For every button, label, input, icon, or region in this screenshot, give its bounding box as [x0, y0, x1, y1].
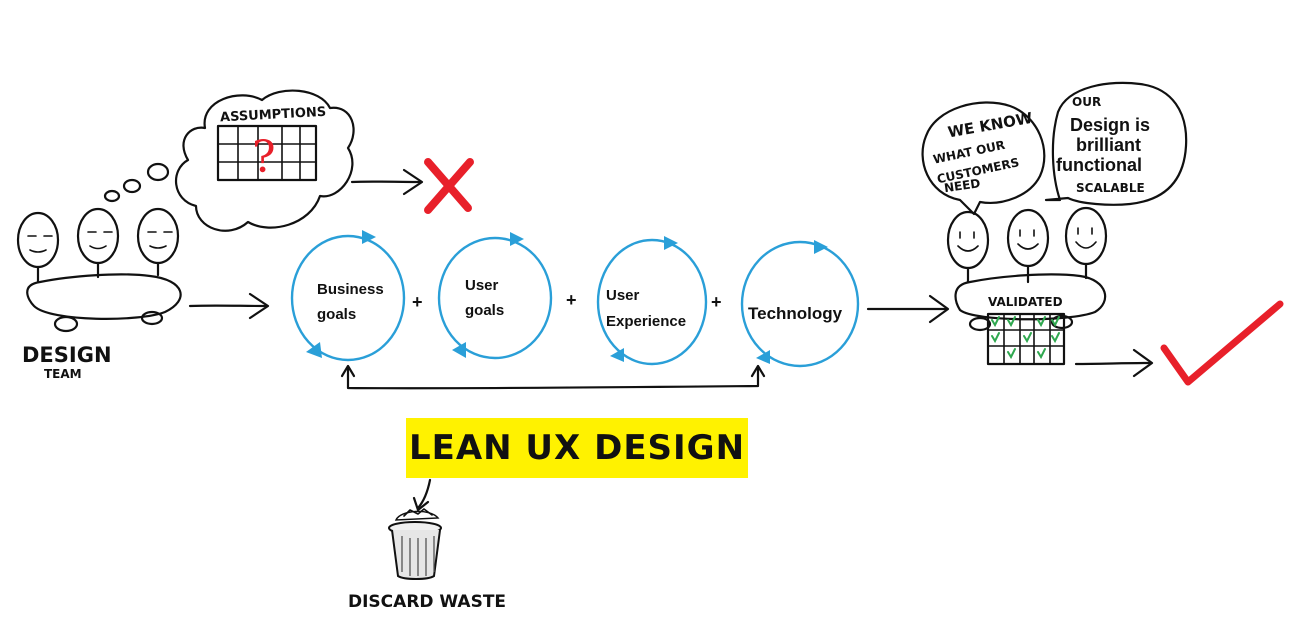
design-team-figure	[16, 207, 182, 333]
plus-sign-1: +	[412, 292, 423, 312]
design-team-subtitle: TEAM	[44, 367, 82, 381]
assumptions-label: ASSUMPTIONS	[220, 105, 327, 126]
speech-bubble-left	[921, 101, 1046, 216]
thought-dots	[103, 162, 170, 203]
check-icon	[1160, 300, 1284, 386]
cycle-user-goals-line1: User	[465, 277, 499, 294]
bubble-left-line4: NEED	[943, 176, 981, 195]
lean-ux-design-title: LEAN UX DESIGN	[408, 428, 746, 468]
bubble-right-line1: OUR	[1072, 95, 1101, 109]
discard-waste-label: DISCARD WASTE	[348, 592, 506, 612]
feedback-loop-arrow	[340, 364, 766, 390]
cycle-user-experience-line1: User	[606, 287, 640, 304]
cycle-technology	[740, 240, 860, 368]
plus-sign-3: +	[711, 292, 722, 312]
cycle-user-experience	[596, 236, 708, 366]
arrow-team-to-cycles	[188, 292, 270, 320]
arrow-cycles-to-validated	[866, 294, 950, 324]
cycle-business-goals-line1: Business	[317, 281, 384, 298]
cross-icon	[424, 158, 474, 214]
bubble-right-line4: functional	[1056, 155, 1142, 175]
trash-can-icon	[388, 508, 442, 580]
validated-label: VALIDATED	[988, 295, 1063, 309]
bubble-right-line3: brilliant	[1076, 135, 1141, 155]
speech-bubble-right	[1044, 81, 1188, 206]
assumptions-cloud	[174, 89, 355, 232]
plus-sign-2: +	[566, 290, 577, 310]
bubble-right-line2: Design is	[1070, 115, 1150, 135]
cycle-user-experience-line2: Experience	[606, 313, 686, 330]
question-mark: ?	[252, 132, 276, 183]
bubble-right-line5: SCALABLE	[1076, 181, 1145, 195]
cycle-business-goals-line2: goals	[317, 306, 356, 323]
design-team-title: DESIGN	[22, 343, 112, 367]
cycle-user-goals	[437, 232, 553, 360]
cycle-user-goals-line2: goals	[465, 302, 504, 319]
bubble-left-line1: WE KNOW	[946, 109, 1034, 142]
arrow-banner-to-trash	[412, 478, 432, 512]
cycle-technology-line1: Technology	[748, 304, 843, 323]
validated-team-figure	[946, 206, 1108, 366]
arrow-to-cross	[350, 168, 424, 196]
cycle-business-goals	[290, 230, 406, 362]
lean-ux-design-banner: LEAN UX DESIGN	[406, 418, 748, 478]
arrow-to-check	[1074, 348, 1154, 378]
